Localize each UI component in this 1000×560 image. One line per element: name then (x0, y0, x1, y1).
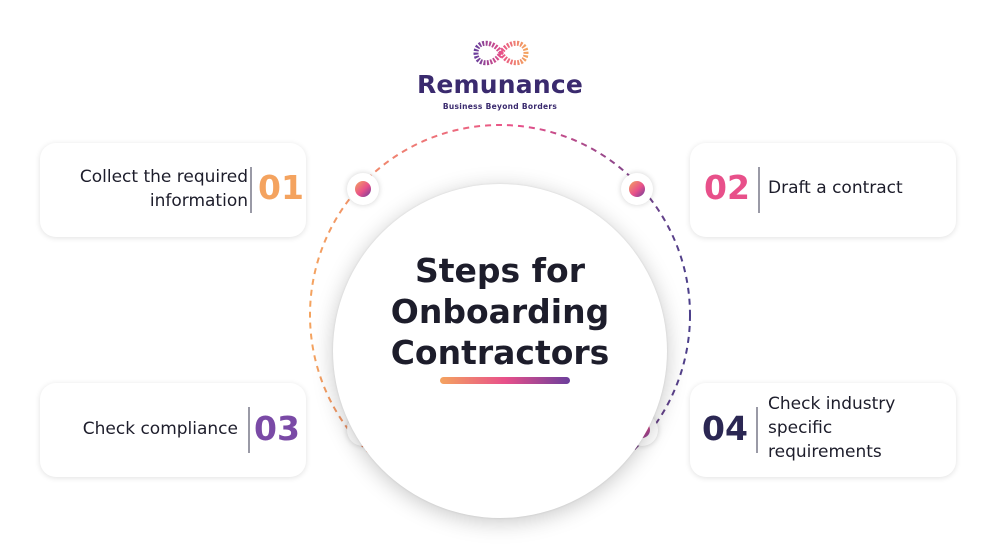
step-04-divider (756, 407, 758, 453)
orbit-dot-01-icon (347, 173, 379, 205)
step-card-01: Collect the required information 01 (40, 143, 306, 237)
step-03-line-1: Check compliance (82, 419, 238, 439)
pointer-01 (300, 172, 336, 204)
step-01-number: 01 (258, 168, 304, 207)
step-04-line-1: Check industry (768, 394, 896, 414)
step-card-03: Check compliance 03 (40, 383, 306, 477)
infinity-logo-icon (473, 40, 529, 66)
step-01-divider (250, 167, 252, 213)
step-04-number: 04 (702, 409, 748, 448)
step-04-line-2: specific (768, 418, 833, 438)
step-03-divider (248, 407, 250, 453)
center-title-line-2: Onboarding (390, 292, 610, 331)
pointer-03 (300, 414, 336, 446)
step-02-number: 02 (704, 168, 750, 207)
center-circle (333, 184, 667, 518)
center-title: Steps for Onboarding Contractors (333, 250, 667, 373)
gradient-accent-bar (440, 377, 570, 384)
step-02-line-1: Draft a contract (768, 178, 903, 198)
step-card-04: 04 Check industry specific requirements (690, 383, 956, 477)
orbit-dot-02-icon (621, 173, 653, 205)
step-03-number: 03 (254, 409, 300, 448)
step-02-divider (758, 167, 760, 213)
center-title-line-3: Contractors (390, 333, 610, 372)
step-01-line-1: Collect the required (79, 167, 248, 187)
brand-tagline: Business Beyond Borders (442, 102, 558, 111)
step-01-line-2: information (149, 191, 248, 211)
center-title-line-1: Steps for (415, 251, 585, 290)
brand-name: Remunance (416, 70, 584, 99)
step-card-02: 02 Draft a contract (690, 143, 956, 237)
step-04-line-3: requirements (768, 442, 882, 462)
